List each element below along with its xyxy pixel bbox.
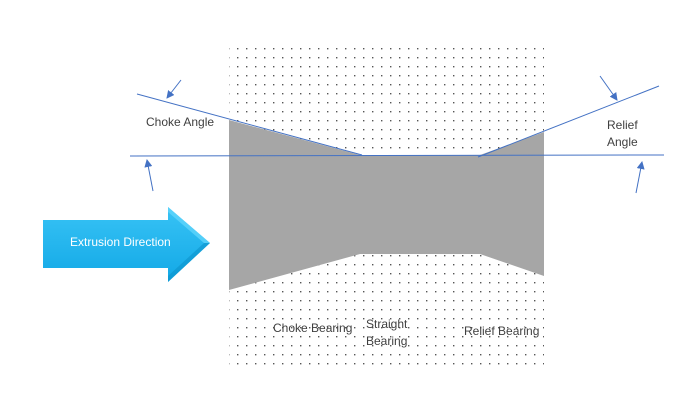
choke-angle-slope-line [136,93,363,156]
extrusion-direction-label: Extrusion Direction [70,235,171,249]
choke-angle-bottom-pointer-icon [144,159,154,192]
choke-angle-label: Choke Angle [146,115,215,129]
relief-angle-top-pointer-icon [599,75,618,101]
straight-bearing-label-line2: Bearing [366,334,408,348]
die-opening-profile [229,120,544,290]
straight-bearing-label: Straight Bearing [366,316,407,350]
horizontal-reference-line [129,154,665,157]
relief-bearing-label: Relief Bearing [464,324,540,338]
relief-angle-label-line2: Angle [607,135,638,149]
relief-angle-label: Relief Angle [607,117,638,151]
straight-bearing-label-line1: Straight [366,317,408,331]
relief-angle-label-line1: Relief [607,118,638,132]
relief-angle-bottom-pointer-icon [635,161,645,194]
relief-angle-slope-line [477,85,660,158]
choke-angle-top-pointer-icon [166,79,182,99]
choke-bearing-label: Choke Bearing [273,321,353,335]
extrusion-direction-arrow-icon [43,207,210,282]
